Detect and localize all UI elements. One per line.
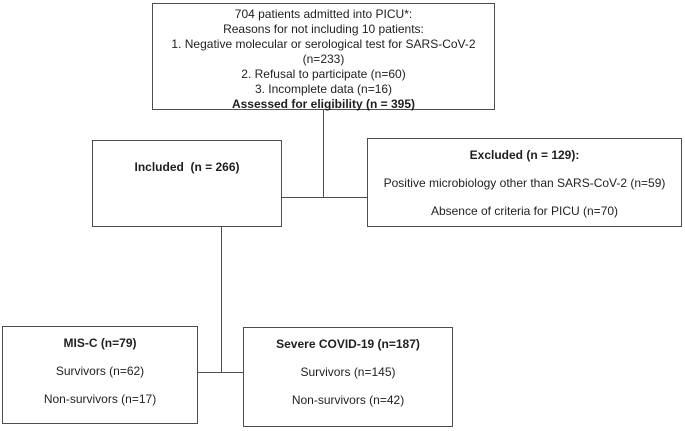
assessed-for-eligibility-line: Assessed for eligibility (n = 395) [231,97,416,111]
misc-title: MIS-C (n=79) [63,336,137,350]
severe-covid-survivors: Survivors (n=145) [300,365,396,379]
connector-included-down [221,227,222,372]
misc-non-survivors: Non-survivors (n=17) [43,392,157,406]
connector-eligibility-down [323,110,324,197]
excluded-reason: Positive microbiology other than SARS-Co… [383,176,666,190]
severe-covid-non-survivors: Non-survivors (n=42) [291,393,405,407]
included-title: Included (n = 266) [134,160,240,174]
eligibility-line: Reasons for not including 10 patients: [223,22,424,36]
connector-included-excluded [282,197,367,198]
excluded-box: Excluded (n = 129): Positive microbiolog… [367,138,682,227]
connector-misc-covid [198,372,243,373]
eligibility-line: (n=233) [302,52,345,66]
excluded-reason: Absence of criteria for PICU (n=70) [430,204,619,218]
eligibility-box: 704 patients admitted into PICU*: Reason… [152,3,495,111]
eligibility-line: 704 patients admitted into PICU*: [234,7,413,21]
eligibility-line: 3. Incomplete data (n=16) [254,82,393,96]
misc-box: MIS-C (n=79) Survivors (n=62) Non-surviv… [2,326,198,424]
included-box: Included (n = 266) [92,140,282,227]
excluded-title: Excluded (n = 129): [469,148,580,162]
severe-covid-box: Severe COVID-19 (n=187) Survivors (n=145… [243,327,453,427]
severe-covid-title: Severe COVID-19 (n=187) [276,337,420,351]
eligibility-line: 2. Refusal to participate (n=60) [241,67,406,81]
misc-survivors: Survivors (n=62) [55,364,145,378]
eligibility-line: 1. Negative molecular or serological tes… [171,37,476,51]
